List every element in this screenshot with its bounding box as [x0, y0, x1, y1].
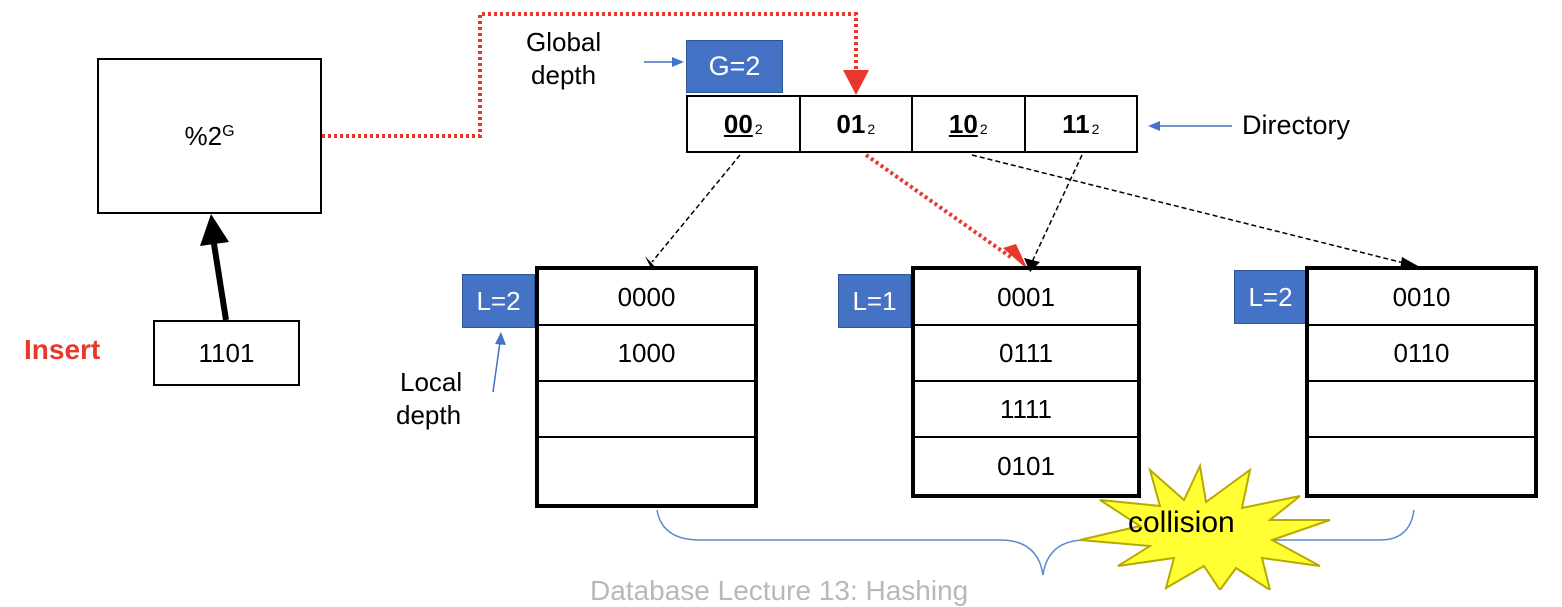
dir-11-pointer [1031, 154, 1083, 263]
directory-cell-bits: 00 [723, 108, 753, 139]
local-depth-label-line1: Local [400, 367, 463, 397]
bucket-3: 0010 0110 [1305, 266, 1538, 498]
dir-00-pointer [651, 154, 741, 263]
local-depth-label: Local depth [396, 366, 462, 432]
local-depth-pointer [492, 341, 501, 393]
bucket-slot [1309, 438, 1534, 494]
collision-label: collision [1128, 506, 1235, 539]
collision-burst [1079, 462, 1331, 590]
bucket-slot: 1111 [915, 382, 1137, 438]
bucket-slot: 0010 [1309, 270, 1534, 326]
bucket-3-local-depth: L=2 [1234, 270, 1307, 324]
directory-cell-base: 2 [754, 121, 763, 137]
hash-to-directory-arrowhead [843, 70, 869, 95]
directory-cell-bits: 11 [1062, 108, 1090, 139]
bucket-slot [539, 438, 754, 494]
directory-label-arrowhead [1148, 121, 1160, 131]
insert-label: Insert [24, 334, 101, 365]
bucket-slot: 0111 [915, 326, 1137, 382]
dir-01-arrowhead [1003, 244, 1028, 270]
directory-label: Directory [1242, 110, 1351, 140]
bucket-2-local-depth: L=1 [838, 274, 911, 328]
bucket-slot: 1000 [539, 326, 754, 382]
connectors-layer [200, 12, 1418, 590]
dir-01-pointer [864, 153, 1014, 260]
insert-key-box: 1101 [153, 320, 300, 386]
hash-to-directory-arrow [322, 12, 858, 138]
key-to-hash-arrowhead [200, 214, 229, 246]
hash-function-exponent: G [222, 123, 235, 140]
global-depth-arrowhead [672, 57, 684, 67]
directory-cell-base: 2 [979, 121, 988, 137]
bucket-slot: 0001 [915, 270, 1137, 326]
local-depth-label-line2: depth [396, 400, 462, 430]
footer-text: Database Lecture 13: Hashing [590, 575, 969, 606]
global-depth-label-line2: depth [531, 60, 597, 90]
directory-cell-base: 2 [1091, 121, 1100, 137]
bucket-1-local-depth: L=2 [462, 274, 535, 328]
hash-function-base: %2 [184, 120, 223, 151]
bucket-1: 0000 1000 [535, 266, 758, 508]
directory-cell-base: 2 [867, 121, 876, 137]
dir-11-arrowhead [1024, 258, 1040, 272]
bucket-slot: 0110 [1309, 326, 1534, 382]
bucket-slot: 0101 [997, 450, 1055, 481]
global-depth-label-line1: Global [526, 27, 602, 57]
bucket-2: 0001 0111 1111 0101 [911, 266, 1141, 498]
global-depth-badge: G=2 [686, 40, 783, 93]
bucket-slot [539, 382, 754, 438]
local-depth-arrowhead [495, 332, 506, 345]
bucket-slot [1309, 382, 1534, 438]
dir-10-pointer [971, 154, 1409, 265]
buckets-brace [656, 509, 1415, 576]
bucket-slot: 0000 [539, 270, 754, 326]
key-to-hash-arrow [211, 243, 229, 321]
directory-cell-bits: 10 [948, 108, 978, 139]
global-depth-label: Global depth [526, 26, 601, 92]
directory-cell-bits-text: 01 [836, 108, 866, 139]
directory-cell-bits: 01 [836, 109, 865, 140]
